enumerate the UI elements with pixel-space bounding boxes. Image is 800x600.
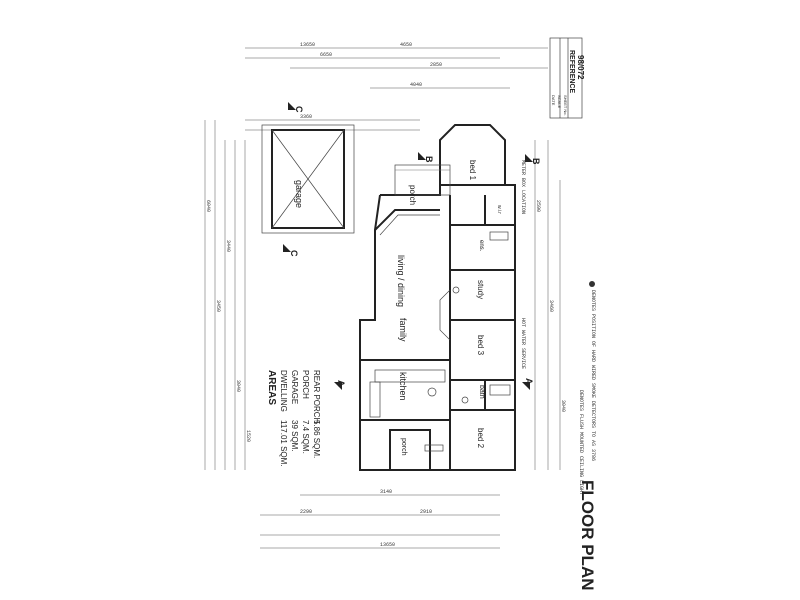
svg-text:3440: 3440 xyxy=(225,240,231,252)
svg-text:3140: 3140 xyxy=(380,489,392,495)
room-label-bath: bath xyxy=(478,385,485,399)
svg-text:6040: 6040 xyxy=(205,200,211,212)
svg-text:6650: 6650 xyxy=(320,52,332,58)
dimension-lines-left: 6040 3450 3440 3040 1520 xyxy=(204,120,251,470)
reference-box xyxy=(549,37,583,119)
areas-heading: AREAS xyxy=(266,370,277,405)
dimension-lines-right: 2590 3460 3040 xyxy=(534,140,566,470)
section-label-b-right: B xyxy=(531,158,541,165)
svg-text:3040: 3040 xyxy=(235,380,241,392)
areas-row-value: 117.01 SQM. xyxy=(279,420,288,467)
svg-text:3460: 3460 xyxy=(548,300,554,312)
room-label-ens: ens. xyxy=(478,240,484,252)
room-label-kitchen: kitchen xyxy=(398,372,408,401)
room-label-rear-porch: porch xyxy=(400,438,407,456)
svg-text:13650: 13650 xyxy=(300,42,315,48)
reference-heading: REFERENCE xyxy=(568,50,575,94)
note-meter-box: METER BOX LOCATION xyxy=(520,160,526,214)
room-label-garage: garage xyxy=(294,180,304,208)
svg-text:2850: 2850 xyxy=(430,62,442,68)
dimension-lines-bottom: 3140 2290 2910 13650 xyxy=(260,489,500,549)
interior-walls xyxy=(360,195,515,471)
reference-scale-label: SCALE xyxy=(557,95,562,108)
svg-text:4040: 4040 xyxy=(410,82,422,88)
note-hot-water: HOT WATER SERVICE xyxy=(520,318,526,369)
section-markers xyxy=(283,102,533,390)
svg-text:2290: 2290 xyxy=(300,509,312,515)
section-label-c-mid: C xyxy=(289,250,299,257)
svg-text:3450: 3450 xyxy=(215,300,221,312)
section-label-a-left: A xyxy=(336,380,346,387)
areas-row-value: 39 SQM. xyxy=(290,420,299,452)
section-label-b-mid: B xyxy=(424,156,434,163)
svg-text:3360: 3360 xyxy=(300,114,312,120)
note-smoke-detectors: DENOTES POSITION OF HARD WIRED SMOKE DET… xyxy=(590,290,596,461)
svg-text:2910: 2910 xyxy=(420,509,432,515)
room-label-porch: porch xyxy=(408,185,417,205)
garage-block xyxy=(261,124,355,234)
svg-text:13650: 13650 xyxy=(380,542,395,548)
dimension-lines-top: 13650 4650 6650 2850 4040 3360 xyxy=(245,42,548,131)
areas-row-value: 7.4 SQM. xyxy=(301,420,310,454)
front-porch xyxy=(394,164,451,196)
svg-text:2590: 2590 xyxy=(535,200,541,212)
smoke-detector-symbol xyxy=(589,281,595,287)
room-label-study: study xyxy=(476,280,485,299)
areas-row-name: REAR PORCH xyxy=(312,370,321,424)
areas-row-value: 5.86 SQM. xyxy=(312,420,321,458)
areas-schedule: AREAS DWELLING 117.01 SQM. GARAGE 39 SQM… xyxy=(266,370,321,467)
svg-text:3040: 3040 xyxy=(560,400,566,412)
reference-sheet-label: SHEET No. xyxy=(563,95,568,116)
room-label-family: family xyxy=(398,318,408,342)
section-label-a-right: A xyxy=(524,378,534,385)
room-label-bed1: bed 1 xyxy=(468,160,477,181)
areas-row-name: GARAGE xyxy=(290,370,299,404)
note-flush-light: DENOTES FLUSH MOUNTED CEILING LIGHT xyxy=(578,390,584,495)
areas-row-name: DWELLING xyxy=(279,370,288,412)
svg-text:4650: 4650 xyxy=(400,42,412,48)
room-label-bed3: bed 3 xyxy=(476,335,485,356)
room-label-bed2: bed 2 xyxy=(476,428,485,449)
reference-number: 98/072 xyxy=(576,55,585,80)
areas-row-name: PORCH xyxy=(301,370,310,399)
reference-date-label: DATE xyxy=(551,95,556,106)
house-outline xyxy=(359,124,516,471)
room-label-living-dining: living / dining xyxy=(396,255,406,307)
section-label-c-top: C xyxy=(294,106,304,113)
fixtures xyxy=(424,231,511,452)
drawing-title: FLOOR PLAN xyxy=(578,480,597,591)
svg-text:1520: 1520 xyxy=(245,430,251,442)
room-label-wir: w.i.r xyxy=(496,205,502,214)
